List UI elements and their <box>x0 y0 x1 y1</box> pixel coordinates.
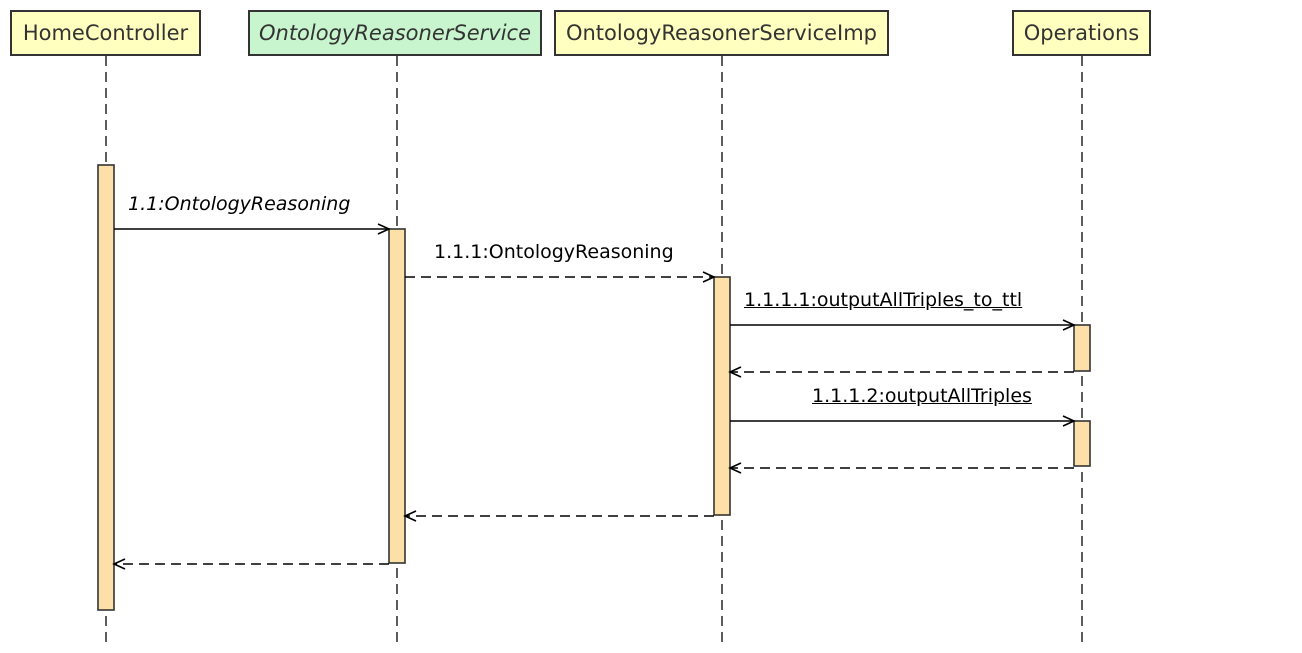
lifeline-header-ontology-reasoner-service-imp[interactable]: OntologyReasonerServiceImp <box>554 10 889 56</box>
lifeline-header-home-controller[interactable]: HomeController <box>10 10 201 56</box>
lifeline-header-ontology-reasoner-service[interactable]: OntologyReasonerService <box>248 10 542 56</box>
activation-bar-ops-3 <box>1073 324 1091 372</box>
message-label-1-1-1-1: 1.1.1.1:outputAllTriples_to_ttl <box>744 289 1023 311</box>
lifeline-header-operations[interactable]: Operations <box>1012 10 1151 56</box>
activation-bar-service-1 <box>388 228 406 564</box>
message-label-1-1-1-2: 1.1.1.2:outputAllTriples <box>812 385 1032 407</box>
activation-bar-home-0 <box>97 164 115 611</box>
message-label-1-1: 1.1:OntologyReasoning <box>128 193 351 215</box>
message-label-1-1-1: 1.1.1:OntologyReasoning <box>434 241 674 263</box>
activation-bar-impl-2 <box>713 276 731 516</box>
activation-bar-ops-4 <box>1073 420 1091 467</box>
